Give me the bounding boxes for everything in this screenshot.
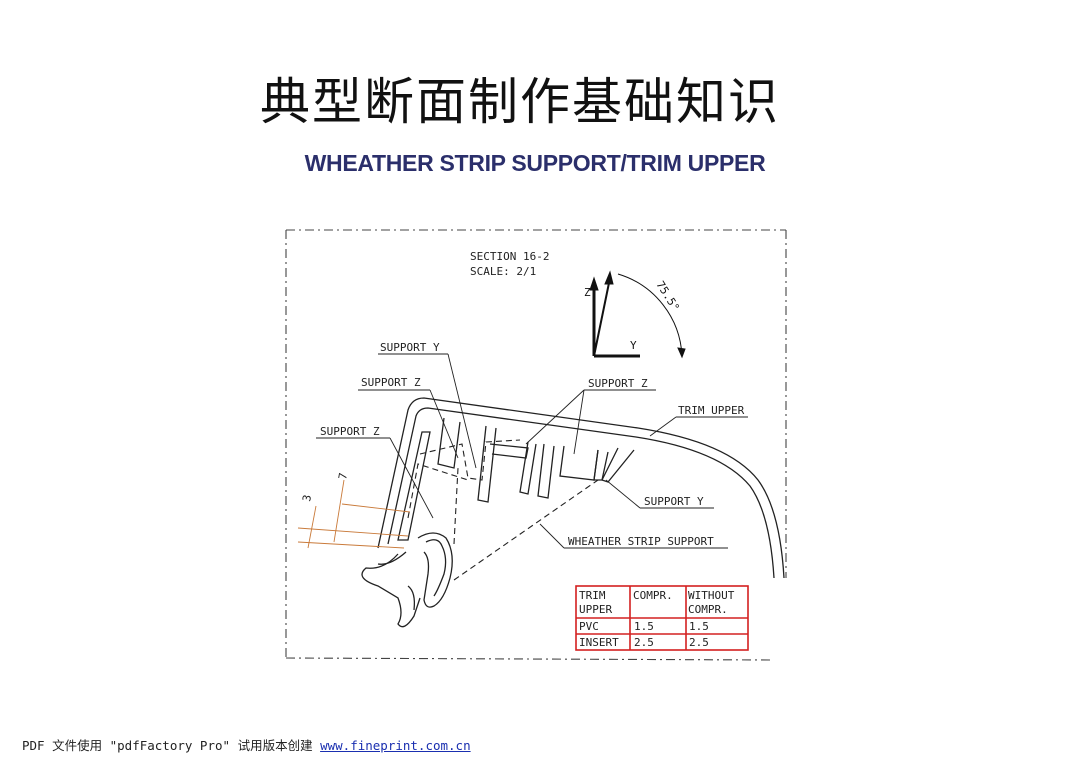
dimension-7-label: 7 bbox=[336, 472, 350, 481]
table-header-col1-line2: UPPER bbox=[579, 603, 612, 616]
table-header-col2: COMPR. bbox=[633, 589, 673, 602]
page-title: 典型断面制作基础知识 bbox=[260, 73, 780, 131]
dimension-3-label: 3 bbox=[300, 494, 314, 503]
section-drawing: SECTION 16-2 SCALE: 2/1 Z Y 75.5° SUPPOR… bbox=[285, 229, 787, 661]
table-header-col1-line1: TRIM bbox=[579, 589, 606, 602]
angle-label: 75.5° bbox=[653, 279, 682, 314]
table-cell-pvc-compr: 1.5 bbox=[634, 620, 654, 633]
footer-link[interactable]: www.fineprint.com.cn bbox=[320, 738, 471, 753]
frame-border bbox=[285, 229, 787, 661]
scale-label: SCALE: 2/1 bbox=[470, 265, 536, 278]
weather-strip-support-outline bbox=[407, 439, 599, 581]
support-z-right-label: SUPPORT Z bbox=[588, 377, 648, 390]
footer-text: PDF 文件使用 "pdfFactory Pro" 试用版本创建 bbox=[22, 738, 321, 753]
table-header-col3-line1: WITHOUT bbox=[688, 589, 735, 602]
table-header-col3-line2: COMPR. bbox=[688, 603, 728, 616]
weather-strip-seal bbox=[361, 532, 453, 628]
axis-y-label: Y bbox=[630, 339, 637, 352]
axis-z-label: Z bbox=[584, 286, 591, 299]
page-subtitle: WHEATHER STRIP SUPPORT/TRIM UPPER bbox=[304, 150, 766, 176]
table-cell-pvc: PVC bbox=[579, 620, 599, 633]
support-y-top-label: SUPPORT Y bbox=[380, 341, 440, 354]
dimension-lines bbox=[297, 479, 411, 549]
footer: PDF 文件使用 "pdfFactory Pro" 试用版本创建 www.fin… bbox=[22, 735, 471, 754]
section-label: SECTION 16-2 bbox=[470, 250, 549, 263]
support-z-left-upper-label: SUPPORT Z bbox=[361, 376, 421, 389]
axis-triad bbox=[589, 270, 686, 359]
table-cell-insert: INSERT bbox=[579, 636, 619, 649]
table-cell-pvc-without: 1.5 bbox=[689, 620, 709, 633]
table-cell-insert-compr: 2.5 bbox=[634, 636, 654, 649]
table-cell-insert-without: 2.5 bbox=[689, 636, 709, 649]
compression-table: TRIM UPPER COMPR. WITHOUT COMPR. PVC 1.5… bbox=[575, 585, 749, 651]
trim-upper-label: TRIM UPPER bbox=[678, 404, 745, 417]
trim-upper-profile bbox=[377, 397, 785, 579]
support-y-right-label: SUPPORT Y bbox=[644, 495, 704, 508]
weather-strip-support-label: WHEATHER STRIP SUPPORT bbox=[568, 535, 714, 548]
support-z-left-lower-label: SUPPORT Z bbox=[320, 425, 380, 438]
